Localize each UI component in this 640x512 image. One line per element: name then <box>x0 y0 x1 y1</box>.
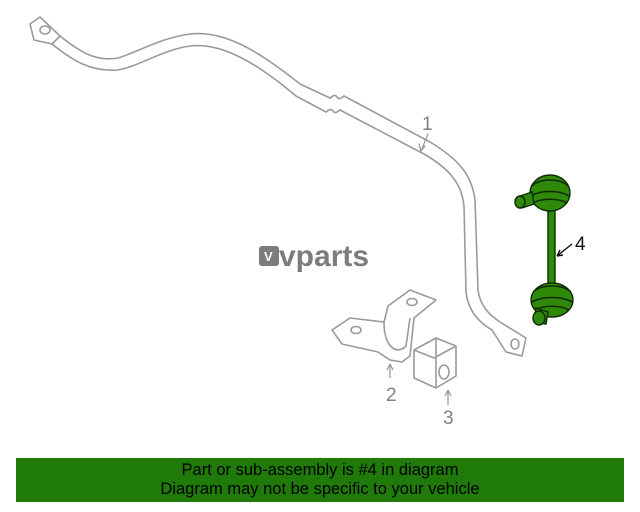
banner-line-1: Part or sub-assembly is #4 in diagram <box>181 461 459 479</box>
banner-line-2: Diagram may not be specific to your vehi… <box>160 480 480 498</box>
callout-1-label: 1 <box>422 114 433 135</box>
vparts-brand-text: vparts <box>279 240 369 273</box>
callout-3-label: 3 <box>443 408 454 429</box>
vparts-badge-letter: V <box>264 249 273 264</box>
vparts-watermark: V vparts <box>259 240 369 273</box>
bushing <box>413 337 457 405</box>
stabilizer-bar <box>29 16 527 357</box>
info-banner: Part or sub-assembly is #4 in diagram Di… <box>16 458 624 502</box>
mount-bracket <box>331 289 437 378</box>
callout-4-label[interactable]: 4 <box>575 234 586 255</box>
callout-2-label: 2 <box>386 385 397 406</box>
vparts-badge-icon <box>259 246 279 266</box>
stabilizer-link[interactable] <box>514 174 574 326</box>
